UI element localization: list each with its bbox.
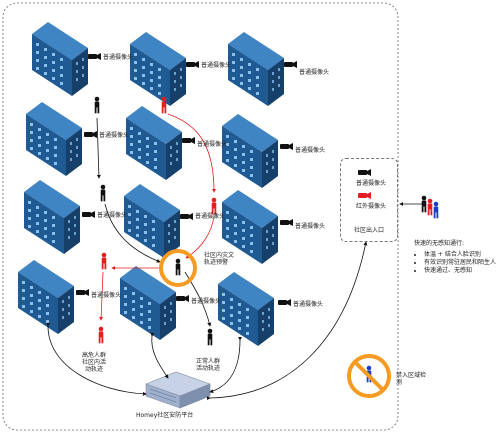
person-icon bbox=[101, 252, 107, 270]
high-risk-track-label: 高危人群 社区内活 动轨迹 bbox=[82, 352, 106, 373]
building-icon bbox=[218, 272, 274, 346]
infrared-camera-icon bbox=[358, 192, 371, 199]
warning-label: 社区内灾文 轨迹预警 bbox=[204, 252, 234, 266]
normal-track-line bbox=[96, 117, 101, 179]
camera-label: 普通摄像头 bbox=[91, 292, 122, 299]
person-icon bbox=[100, 184, 106, 202]
camera-label: 普通摄像头 bbox=[97, 212, 128, 219]
entrance-box bbox=[340, 158, 398, 242]
fast-pass-item: 体温 + 结合人脸识别 bbox=[424, 251, 496, 259]
camera-label: 普通摄像头 bbox=[191, 298, 222, 305]
building-icon bbox=[126, 106, 182, 180]
building-icon bbox=[24, 180, 80, 254]
camera-icon bbox=[186, 61, 199, 68]
camera-icon bbox=[280, 143, 293, 150]
platform-label: Homey社区安防平台 bbox=[136, 412, 194, 419]
building-icon bbox=[26, 102, 82, 176]
fast-pass-item: 有效识别常驻居民和陌生人 bbox=[424, 259, 496, 267]
camera-icon bbox=[76, 289, 89, 296]
person-icon bbox=[427, 198, 433, 216]
camera-icon bbox=[84, 131, 97, 138]
fast-pass-title: 快速的无感知通行: bbox=[414, 240, 465, 247]
camera-icon bbox=[182, 137, 195, 144]
community-boundary bbox=[2, 2, 399, 431]
person-icon bbox=[161, 96, 167, 114]
camera-icon bbox=[180, 213, 193, 220]
camera-icon bbox=[280, 219, 293, 226]
warning-label-line: 轨迹预警 bbox=[204, 259, 229, 266]
person-icon bbox=[175, 258, 181, 276]
camera-icon bbox=[176, 295, 189, 302]
high-risk-track-label-line: 社区内活 bbox=[82, 359, 107, 366]
fast-pass-list: 体温 + 结合人脸识别 有效识别常驻居民和陌生人 快速通过、无感知 bbox=[416, 251, 496, 275]
building-icon bbox=[120, 266, 176, 340]
fast-pass-item: 快速通过、无感知 bbox=[424, 267, 496, 275]
person-icon bbox=[211, 197, 217, 215]
camera-icon bbox=[82, 211, 95, 218]
platform-link bbox=[206, 241, 368, 401]
restricted-area-label-line: 测 bbox=[396, 379, 403, 386]
building-icon bbox=[222, 114, 278, 188]
camera-label: 普通摄像头 bbox=[299, 69, 330, 76]
building-icon bbox=[18, 260, 74, 334]
person-icon bbox=[421, 195, 427, 213]
restricted-area-label-line: 禁入区域检 bbox=[396, 372, 427, 379]
person-icon bbox=[98, 326, 104, 344]
camera-label: 普通摄像头 bbox=[103, 54, 134, 61]
building-icon bbox=[228, 32, 284, 106]
prohibited-icon bbox=[347, 354, 391, 398]
platform-link bbox=[150, 332, 169, 379]
high-risk-track-label-line: 动轨迹 bbox=[85, 366, 104, 373]
camera-label: 普通摄像头 bbox=[99, 132, 130, 139]
camera-label: 普通摄像头 bbox=[201, 62, 232, 69]
building-icon bbox=[32, 22, 88, 96]
high-risk-track-label-line: 高危人群 bbox=[82, 352, 107, 359]
warning-label-line: 社区内灾文 bbox=[204, 252, 235, 259]
infrared-camera-label: 红外摄像头 bbox=[356, 203, 387, 210]
warning-circle bbox=[159, 249, 197, 287]
camera-label: 普通摄像头 bbox=[295, 147, 326, 154]
platform-link bbox=[45, 322, 147, 396]
camera-label: 普通摄像头 bbox=[356, 180, 387, 187]
normal-track-label-line: 活动轨迹 bbox=[196, 365, 221, 372]
camera-label: 普通摄像头 bbox=[195, 213, 226, 220]
normal-track-label-line: 正常人群 bbox=[196, 358, 221, 365]
person-icon bbox=[433, 201, 439, 219]
camera-icon bbox=[278, 299, 291, 306]
camera-label: 普通摄像头 bbox=[295, 223, 326, 230]
camera-label: 普通摄像头 bbox=[197, 141, 228, 148]
entrance-title: 社区出入口 bbox=[354, 227, 385, 234]
server-icon bbox=[145, 371, 211, 409]
high-risk-track-line bbox=[167, 113, 216, 193]
person-icon bbox=[94, 96, 100, 114]
building-icon bbox=[130, 32, 186, 106]
normal-track-label: 正常人群 活动轨迹 bbox=[196, 358, 220, 372]
camera-label: 普通摄像头 bbox=[293, 301, 324, 308]
person-icon bbox=[207, 328, 213, 346]
camera-icon bbox=[88, 53, 101, 60]
camera-icon bbox=[284, 61, 297, 68]
normal-track-line bbox=[104, 203, 161, 263]
high-risk-track-line bbox=[99, 271, 104, 321]
restricted-area-label: 禁入区域检 测 bbox=[396, 372, 426, 386]
